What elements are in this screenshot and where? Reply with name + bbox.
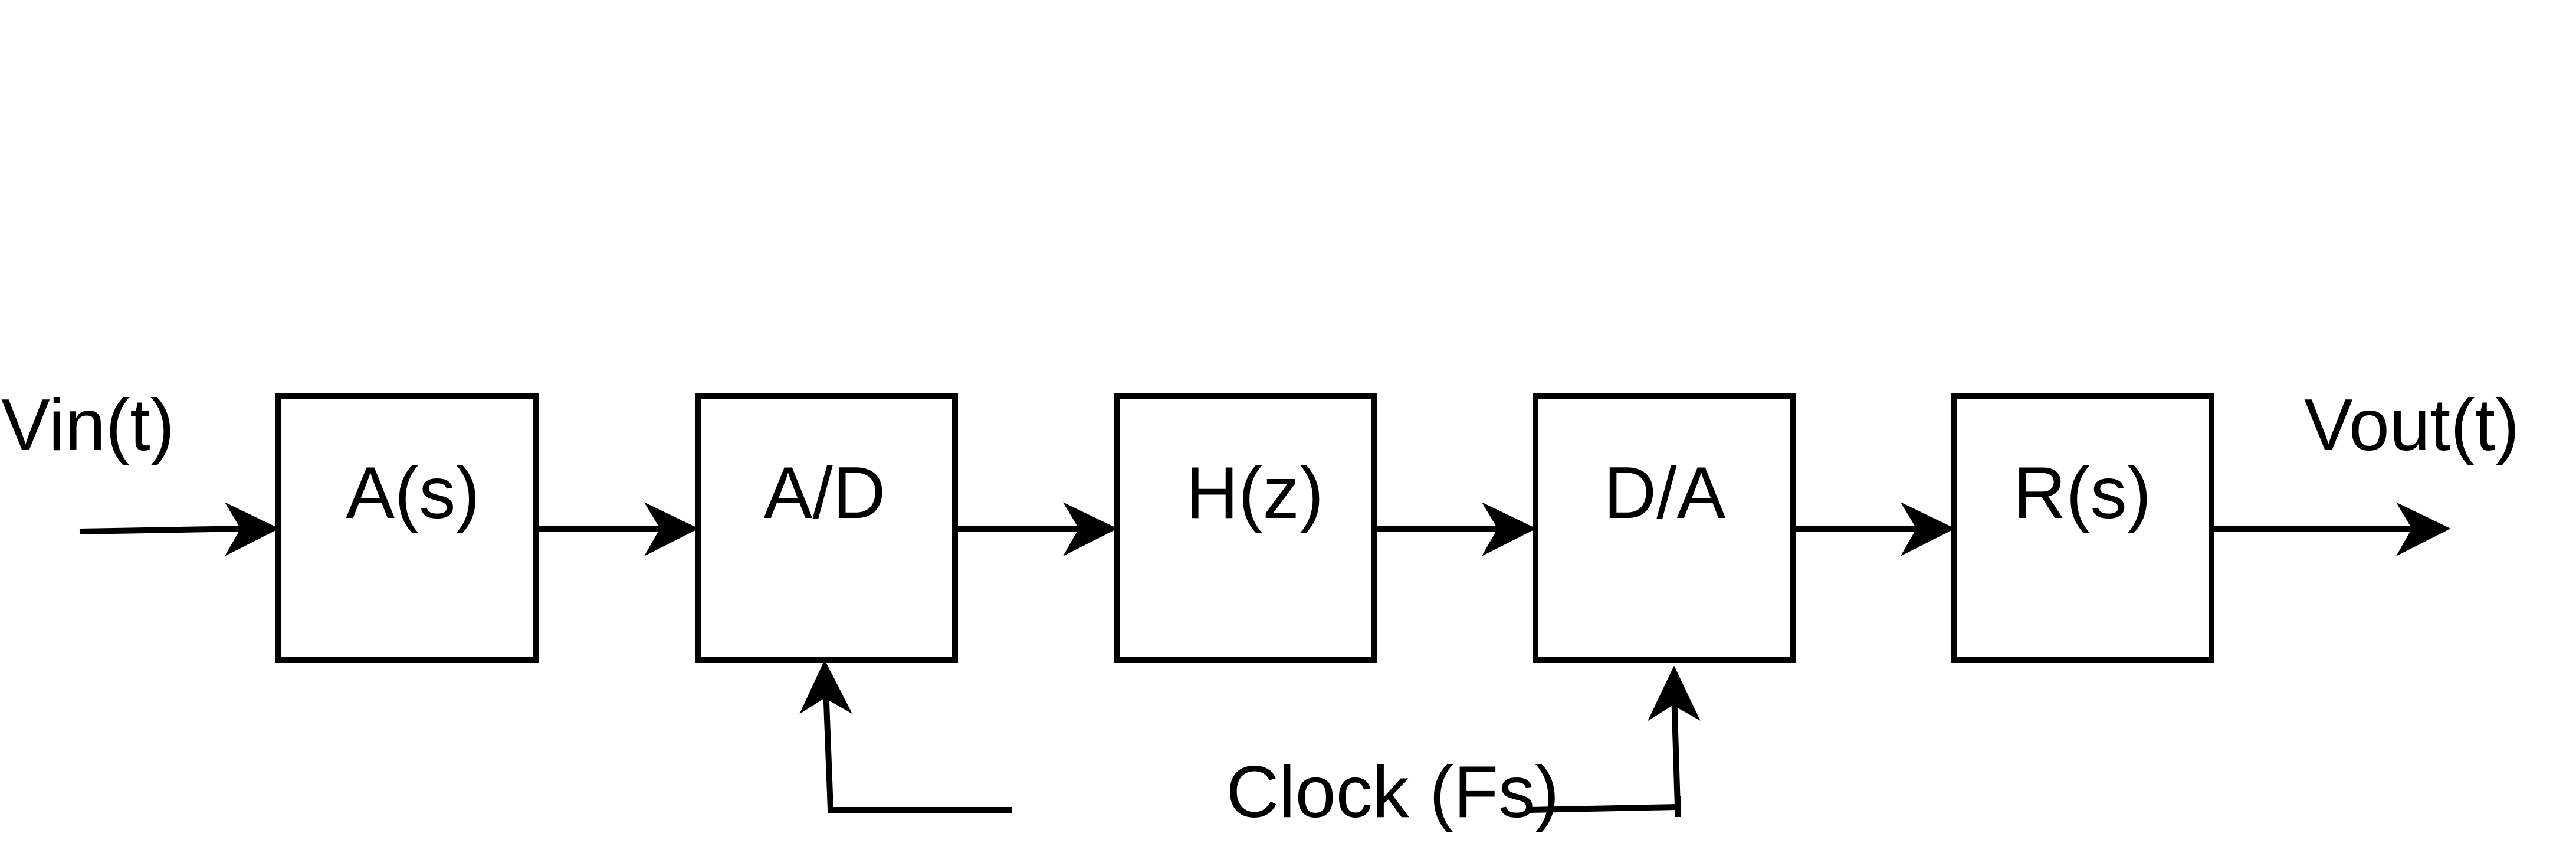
block-a-d-label: A/D — [764, 452, 886, 534]
output-signal-label: Vout(t) — [2304, 385, 2519, 466]
block-r-s: R(s) — [1951, 393, 2214, 663]
clock-arrow-to-d-a — [1528, 665, 1701, 817]
block-a-d-box — [695, 393, 958, 663]
block-h-z: H(z) — [1114, 393, 1377, 663]
block-a-s: A(s) — [275, 393, 539, 663]
input-arrow — [79, 502, 280, 556]
block-h-z-box — [1114, 393, 1377, 663]
block-a-s-box — [275, 393, 539, 663]
block-a-d: A/D — [695, 393, 958, 663]
arrow-d-a-to-r-s — [1793, 502, 1955, 556]
clock-wire-a-d — [823, 687, 1012, 813]
clock-arrowhead-d-a-icon — [1648, 665, 1701, 721]
input-wire — [79, 526, 248, 534]
arrowhead-d-a-icon — [1481, 502, 1537, 556]
output-arrow — [2211, 502, 2451, 556]
arrow-a-s-to-a-d — [536, 502, 699, 556]
clock-label: Clock (Fs) — [1226, 752, 1560, 833]
arrowhead-a-d-icon — [644, 502, 699, 556]
arrowhead-h-z-icon — [1062, 502, 1118, 556]
output-arrowhead-icon — [2395, 502, 2451, 556]
block-d-a: D/A — [1533, 393, 1796, 663]
input-arrowhead-icon — [224, 502, 280, 556]
arrowhead-r-s-icon — [1900, 502, 1955, 556]
clock-arrow-to-a-d — [799, 660, 1012, 813]
clock-arrowhead-a-d-icon — [799, 660, 852, 714]
input-signal-label: Vin(t) — [1, 385, 175, 466]
block-a-s-label: A(s) — [346, 452, 480, 534]
block-h-z-label: H(z) — [1186, 452, 1324, 534]
block-r-s-box — [1951, 393, 2214, 663]
arrow-h-z-to-d-a — [1374, 502, 1537, 556]
block-r-s-label: R(s) — [2013, 452, 2151, 534]
arrow-a-d-to-h-z — [955, 502, 1118, 556]
block-d-a-label: D/A — [1604, 452, 1726, 534]
